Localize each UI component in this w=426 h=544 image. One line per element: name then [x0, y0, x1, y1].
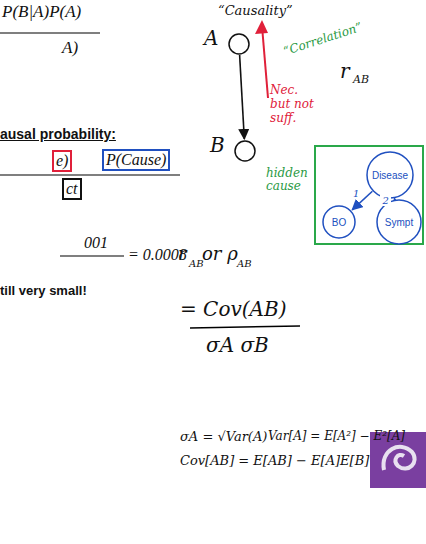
slide-label: P(Cause): [102, 149, 170, 171]
node-text: hidden cause: [266, 167, 310, 193]
circle-node: A: [228, 33, 250, 55]
slide-label: e): [52, 150, 72, 172]
slide-label: A): [62, 38, 78, 58]
slide-label: AB: [237, 258, 252, 270]
fraction-line: [0, 174, 180, 175]
fraction-line: [190, 326, 300, 328]
edge-label: 1: [351, 188, 361, 199]
edge-label: 2: [380, 195, 390, 206]
circle-outline: [228, 33, 250, 55]
red-arrow: [262, 26, 268, 98]
slide-label: Cov[AB] = E[AB] − E[A]E[B]: [180, 454, 369, 469]
node-text: B: [210, 134, 225, 156]
slide-label: σA σB: [206, 334, 269, 357]
node-text: Sympt: [385, 217, 413, 228]
slide-label: 001: [84, 234, 108, 252]
slide-label: r: [340, 60, 350, 83]
group-box: hidden causeDiseaseBOSympt: [314, 145, 424, 245]
node-text: Disease: [372, 170, 408, 181]
slide-label: or ρ: [202, 244, 238, 265]
slide-label: r: [178, 244, 187, 265]
circle-node: Disease: [366, 151, 414, 199]
slide-label: till very small!: [0, 284, 87, 299]
slide-label: “Correlation”: [282, 21, 364, 59]
circle-node: Sympt: [376, 199, 422, 245]
node-text: A: [204, 27, 218, 49]
slide-label: = Cov(AB): [180, 298, 287, 321]
slide-label: P(B|A)P(A): [2, 2, 81, 22]
circle-node: BO: [322, 205, 356, 239]
fraction-line: [0, 32, 100, 33]
slide-label: AB: [353, 74, 369, 87]
slide-label: = 0.0008: [128, 246, 187, 264]
circle-node: B: [234, 140, 256, 162]
node-text: BO: [332, 217, 346, 228]
slide-label: σA = √Var(A): [180, 430, 267, 445]
fraction-line: [60, 255, 124, 256]
slide-label: ausal probability:: [0, 126, 116, 142]
arrow-connector: [240, 55, 245, 139]
slide-label: Nec. but not suff.: [270, 84, 314, 125]
slide-label: ct: [62, 178, 82, 200]
red-arrowhead: [255, 20, 268, 34]
slide-label: AB: [189, 258, 204, 270]
circle-outline: [234, 140, 256, 162]
slide-label: Var[A] = E[A²] − E²[A]: [268, 430, 405, 444]
slide-label: “Causality”: [218, 4, 293, 19]
